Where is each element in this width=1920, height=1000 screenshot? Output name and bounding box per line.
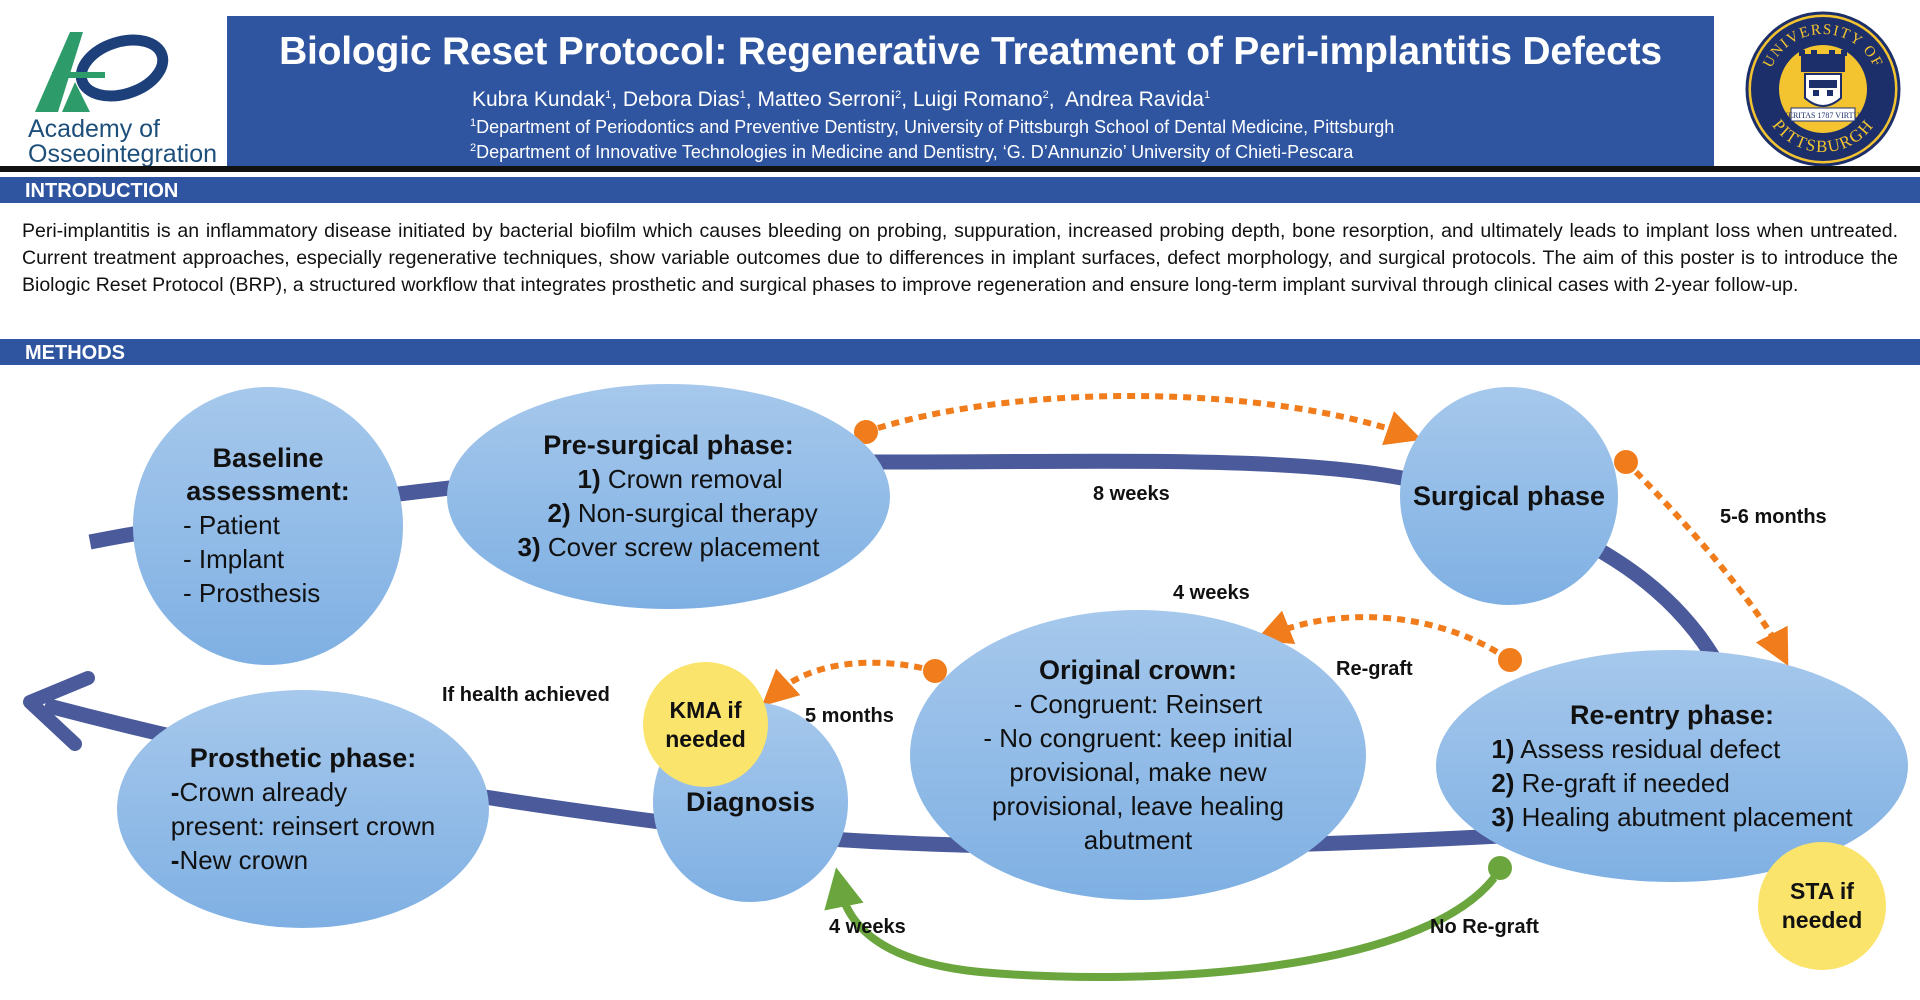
node-surgical-phase: Surgical phase [1400,387,1618,605]
university-of-pittsburgh-seal: UNIVERSITY OF PITTSBURGH VERITAS 1787 VI… [1743,10,1903,168]
node-title: Original crown: [1038,654,1237,685]
node-item: - Patient [183,510,280,540]
author: Luigi Romano [912,88,1043,111]
orange-start-dot [1614,450,1638,474]
badge-sta-if-needed: STA if needed [1758,842,1886,970]
node-item: 3) Healing abutment placement [1491,801,1853,832]
aoi-logo-line1: Academy of [28,115,161,143]
node-item: 3) Cover screw placement [517,532,820,562]
node-original-crown: Original crown: - Congruent: Reinsert - … [910,610,1366,900]
header-divider [0,166,1920,172]
node-item: provisional, leave healing [992,790,1284,821]
title-banner: Biologic Reset Protocol: Regenerative Tr… [227,16,1714,167]
affiliation-1: 1Department of Periodontics and Preventi… [470,117,1395,137]
seal-motto: VERITAS 1787 VIRTUS [1782,111,1863,120]
green-arrow-no-regraft [824,867,1498,982]
node-title: Diagnosis [685,786,816,817]
poster-header: Academy of Osseointegration Biologic Res… [0,0,1920,172]
label-5-6-months: 5-6 months [1720,506,1827,528]
label-8-weeks: 8 weeks [1093,483,1170,505]
node-item: 2) Non-surgical therapy [547,498,818,528]
dashed-arrow-5-months [761,659,923,707]
academy-osseointegration-logo: Academy of Osseointegration [10,20,225,168]
orange-start-dot [923,659,947,683]
methods-heading-bar: METHODS [0,339,1920,365]
node-item: -New crown [170,844,309,875]
introduction-heading: INTRODUCTION [25,180,179,202]
label-4-weeks-bottom: 4 weeks [829,916,906,938]
introduction-text: Peri-implantitis is an inflammatory dise… [22,220,1898,296]
node-item: 1) Crown removal [577,464,783,494]
label-no-regraft: No Re-graft [1430,916,1539,938]
label-4-weeks-top: 4 weeks [1173,582,1250,604]
dashed-arrow-8-weeks [877,393,1423,446]
main-path-top [88,453,1753,773]
node-item: present: reinsert crown [170,810,436,841]
node-item: - Congruent: Reinsert [1013,688,1263,719]
green-start-dot [1488,856,1512,880]
node-prosthetic-phase: Prosthetic phase: -Crown already present… [117,690,489,928]
poster-title: Biologic Reset Protocol: Regenerative Tr… [279,30,1662,73]
node-title: Re-entry phase: [1569,699,1775,730]
node-item: - Prosthesis [183,578,321,608]
affiliation-2: 2Department of Innovative Technologies i… [470,142,1354,162]
node-title: Prosthetic phase: [189,742,417,773]
dashed-arrow-regraft [1255,610,1499,655]
node-title: Pre-surgical phase: [543,430,794,460]
label-regraft: Re-graft [1336,658,1413,680]
badge-kma-if-needed: KMA if needed [643,662,768,787]
orange-start-dot [1498,648,1522,672]
node-item: provisional, make new [1009,756,1267,787]
author: Kubra Kundak [472,88,606,111]
node-title: Surgical phase [1412,480,1606,511]
author: Andrea Ravida [1065,88,1204,111]
aoi-mark-icon [35,32,169,112]
node-pre-surgical-phase: Pre-surgical phase: 1) Crown removal 2) … [447,384,890,609]
author: Matteo Serroni [757,88,896,111]
author: Debora Dias [622,88,740,111]
methods-heading: METHODS [25,342,125,364]
node-item: abutment [1083,824,1193,855]
node-item: - Implant [183,544,285,574]
node-title: Baseline assessment: [186,443,350,506]
dashed-arrow-5-6-months [1633,469,1789,666]
label-if-health-achieved: If health achieved [442,684,610,706]
introduction-heading-bar: INTRODUCTION [0,177,1920,203]
aoi-logo-line2: Osseointegration [28,140,218,168]
node-item: -Crown already [170,776,348,807]
exit-arrowhead-icon [23,671,95,751]
node-baseline-assessment: Baseline assessment: - Patient - Implant… [133,387,403,665]
node-item: 1) Assess residual defect [1491,733,1781,764]
node-item: - No congruent: keep initial [983,722,1293,753]
brp-workflow-diagram: Baseline assessment: - Patient - Implant… [0,372,1920,1000]
node-item: 2) Re-graft if needed [1491,767,1730,798]
orange-start-dot [854,420,878,444]
author-list: Kubra Kundak1, Debora Dias1, Matteo Serr… [472,88,1211,111]
label-5-months: 5 months [805,705,894,727]
